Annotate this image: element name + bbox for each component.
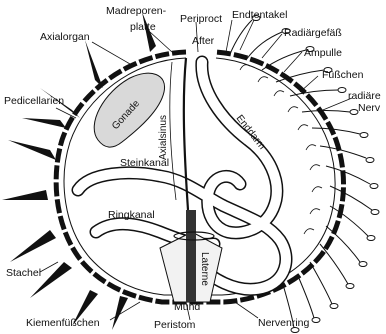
label-madreporen: Madreporen- xyxy=(106,5,167,17)
label-ampulle: Ampulle xyxy=(304,47,342,59)
label-pedicellarien: Pedicellarien xyxy=(4,95,64,107)
label-nerv: Nerv xyxy=(358,102,381,114)
label-mund: Mund xyxy=(174,301,200,313)
label-endtentakel: Endtentakel xyxy=(232,9,287,21)
label-axialsinus: Axialsinus xyxy=(158,115,169,160)
label-nervenring: Nervenring xyxy=(258,317,310,329)
label-periproct: Periproct xyxy=(180,13,222,25)
label-kiemenfuesschen: Kiemenfüßchen xyxy=(26,317,100,329)
label-ringkanal: Ringkanal xyxy=(108,209,155,221)
label-laterne: Laterne xyxy=(199,252,210,286)
label-peristom: Peristom xyxy=(154,319,196,331)
label-after: After xyxy=(192,35,215,47)
label-radiaere: radiäre xyxy=(348,90,381,102)
label-steinkanal: Steinkanal xyxy=(120,157,169,169)
label-radiaergefaess: Radiärgefäß xyxy=(284,27,342,39)
label-platte: platte xyxy=(130,21,156,33)
label-fuesschen: Füßchen xyxy=(322,69,364,81)
label-stachel: Stachel xyxy=(6,267,41,279)
lantern-core xyxy=(186,210,196,302)
label-axialorgan: Axialorgan xyxy=(40,31,90,43)
